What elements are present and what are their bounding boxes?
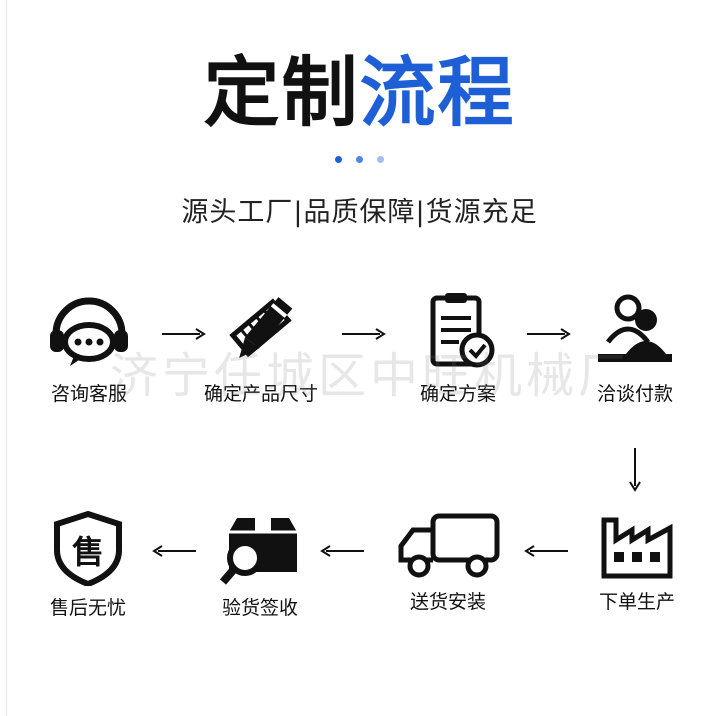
headset-icon <box>50 297 128 366</box>
dot-1 <box>335 156 342 163</box>
arrow-left-icon <box>320 545 364 557</box>
factory-icon <box>601 517 673 579</box>
arrow-left-icon <box>152 545 196 557</box>
step-label: 洽谈付款 <box>596 383 673 405</box>
step-production: 下单生产 <box>572 510 702 614</box>
left-border-line <box>6 0 7 716</box>
step-label: 咨询客服 <box>50 383 127 405</box>
clipboard-check-icon <box>430 293 495 368</box>
step-delivery-install: 送货安装 <box>383 510 513 614</box>
ruler-pencil-icon <box>229 297 293 359</box>
users-icon <box>598 294 672 362</box>
step-label: 验货签收 <box>221 597 298 619</box>
title-part-black: 定制 <box>203 48 360 137</box>
step-label: 下单生产 <box>598 591 675 613</box>
arrow-right-icon <box>342 328 386 340</box>
step-label: 售后无忧 <box>49 597 126 619</box>
after-sale-shield-icon: 售 <box>54 510 122 586</box>
package-search-icon <box>219 518 297 585</box>
step-label: 确定方案 <box>419 383 496 405</box>
step-consult: 咨询客服 <box>24 290 154 406</box>
dot-2 <box>356 156 363 163</box>
arrow-left-icon <box>524 545 568 557</box>
step-negotiate-payment: 洽谈付款 <box>570 290 700 406</box>
subtitle: 源头工厂|品质保障|货源充足 <box>181 197 538 228</box>
title-part-blue: 流程 <box>359 48 516 137</box>
step-label: 确定产品尺寸 <box>203 383 318 405</box>
decorative-dots <box>0 156 719 163</box>
step-after-sales: 售 售后无忧 <box>23 510 153 620</box>
page-title: 定制流程 <box>0 48 719 138</box>
step-inspection-sign: 验货签收 <box>195 510 325 620</box>
dot-3 <box>377 156 384 163</box>
arrow-right-icon <box>162 328 206 340</box>
watermark: 济宁任城区中旺机械厂 <box>109 348 630 404</box>
step-label: 送货安装 <box>409 591 486 613</box>
shield-character: 售 <box>72 533 104 571</box>
step-confirm-size: 确定产品尺寸 <box>196 290 326 406</box>
truck-icon <box>398 513 500 578</box>
arrow-right-icon <box>527 328 571 340</box>
step-confirm-plan: 确定方案 <box>393 290 523 406</box>
arrow-down-icon <box>629 448 641 492</box>
